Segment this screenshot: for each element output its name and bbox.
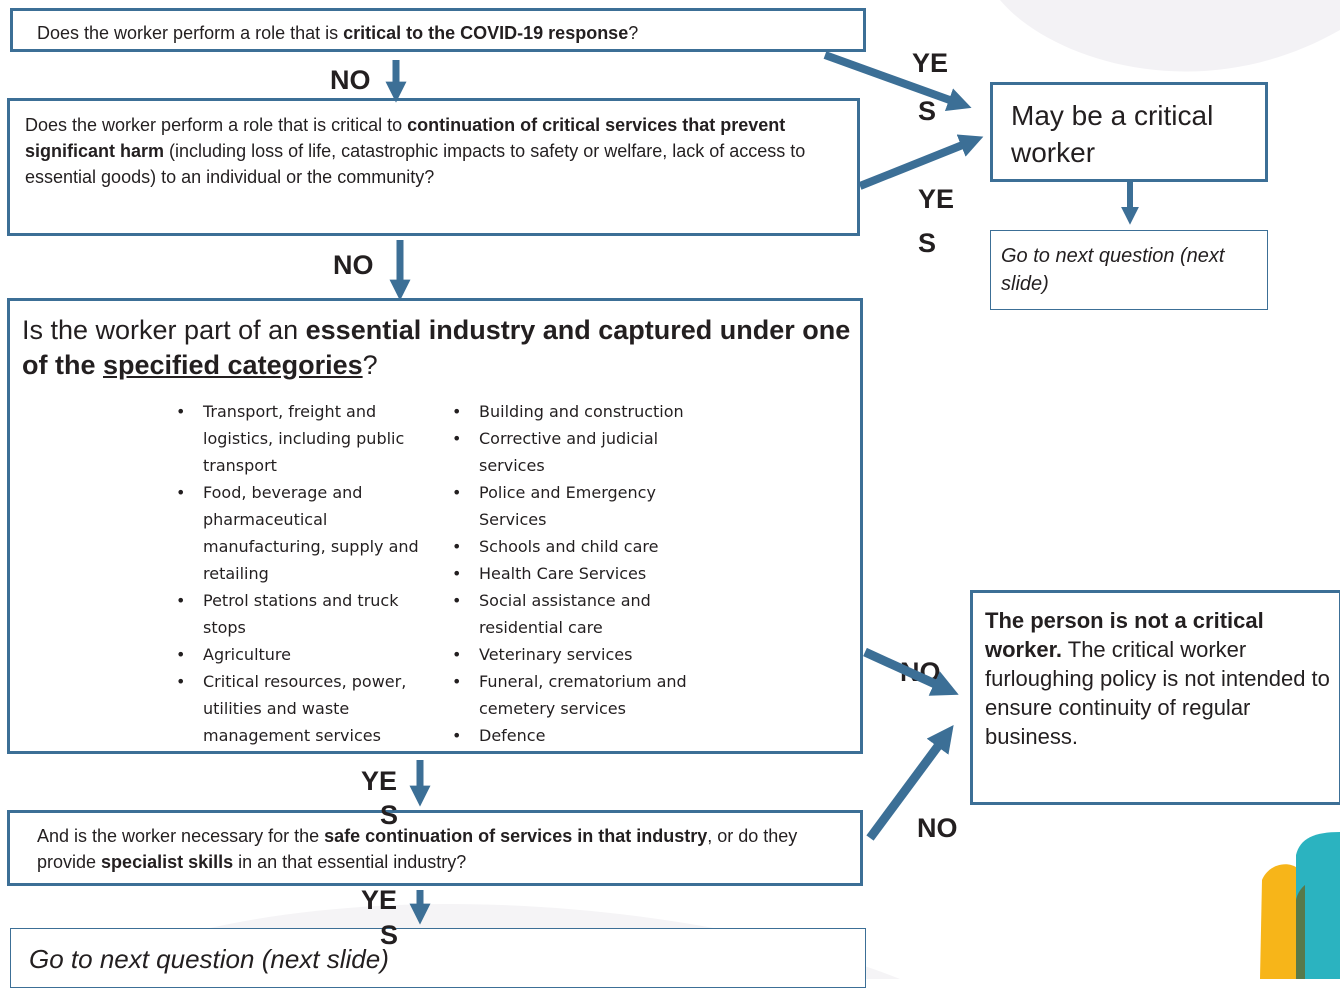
label-yes-q1-bottom: S	[918, 96, 937, 126]
critical-worker-text: May be a critical worker	[1011, 100, 1214, 168]
category-item: Health Care Services	[446, 560, 726, 587]
category-item: Veterinary services	[446, 641, 726, 668]
not-critical-rest: The critical worker furloughing policy i…	[985, 637, 1330, 749]
categories-left-column: Transport, freight and logistics, includ…	[170, 398, 440, 749]
q3-pre: Is the worker part of an	[22, 315, 306, 345]
category-item: Funeral, crematorium and cemetery servic…	[446, 668, 726, 722]
label-yes-q2-top: YE	[918, 184, 955, 214]
q4-b1: safe continuation of services in that in…	[324, 826, 708, 846]
q1-pre: Does the worker perform a role that is	[37, 23, 344, 43]
label-no-q2: NO	[333, 250, 374, 280]
categories-right-column: Building and construction Corrective and…	[446, 398, 726, 749]
category-item: Food, beverage and pharmaceutical manufa…	[170, 479, 440, 587]
q3-heading: Is the worker part of an essential indus…	[22, 313, 852, 383]
not-critical-worker-box: The person is not a critical worker. The…	[970, 590, 1340, 805]
next-question-bottom-text: Go to next question (next slide)	[29, 944, 389, 974]
q1-bold: critical to the COVID-19 response	[343, 23, 629, 43]
categories-list: Transport, freight and logistics, includ…	[170, 398, 730, 749]
q3-post: ?	[362, 350, 378, 380]
category-item: Transport, freight and logistics, includ…	[170, 398, 440, 479]
category-item: Corrective and judicial services	[446, 425, 726, 479]
q1-post: ?	[628, 23, 639, 43]
q2-bold: continuation of critical services that p…	[25, 115, 786, 161]
q4-p2: , or do they provide	[37, 826, 798, 872]
category-item: Petrol stations and truck stops	[170, 587, 440, 641]
label-yes-q1-top: YE	[912, 48, 949, 78]
category-item: Social assistance and residential care	[446, 587, 726, 641]
next-question-text: Go to next question (next slide)	[1001, 245, 1225, 295]
label-yes-q4-top: YE	[361, 885, 398, 915]
label-yes-q3-top: YE	[361, 766, 398, 796]
question-critical-services-box: Does the worker perform a role that is c…	[7, 98, 860, 236]
label-yes-q3-bottom: S	[380, 800, 399, 830]
label-yes-q4-bottom: S	[380, 920, 399, 950]
question-covid-response-box: Does the worker perform a role that is c…	[10, 8, 866, 52]
critical-worker-box: May be a critical worker	[990, 82, 1268, 182]
not-critical-bold: The person is not a critical worker.	[985, 608, 1264, 662]
label-yes-q2-bottom: S	[918, 228, 937, 258]
next-question-box: Go to next question (next slide)	[990, 230, 1268, 310]
logo-yellow-shape	[1260, 864, 1305, 979]
q2-post: (including loss of life, catastrophic im…	[25, 141, 806, 187]
next-question-bottom-box: Go to next question (next slide)	[10, 928, 866, 988]
q3-link-specified-categories[interactable]: specified categories	[103, 350, 363, 380]
category-item: Defence	[446, 722, 726, 749]
category-item: Police and Emergency Services	[446, 479, 726, 533]
question-safe-continuation-box: And is the worker necessary for the safe…	[7, 810, 863, 886]
q2-pre: Does the worker perform a role that is c…	[25, 115, 408, 135]
category-item: Building and construction	[446, 398, 726, 425]
label-no-q4: NO	[917, 813, 958, 843]
logo-teal-shape	[1296, 832, 1340, 979]
category-item: Critical resources, power, utilities and…	[170, 668, 440, 749]
category-item: Schools and child care	[446, 533, 726, 560]
label-no-q1: NO	[330, 65, 371, 95]
q3-bold: essential industry and captured under on…	[22, 315, 851, 380]
category-item: Agriculture	[170, 641, 440, 668]
q4-p1: And is the worker necessary for the	[37, 826, 325, 846]
q4-p3: in an that essential industry?	[233, 852, 467, 872]
label-no-q3: NO	[900, 657, 941, 687]
q4-b2: specialist skills	[101, 852, 234, 872]
